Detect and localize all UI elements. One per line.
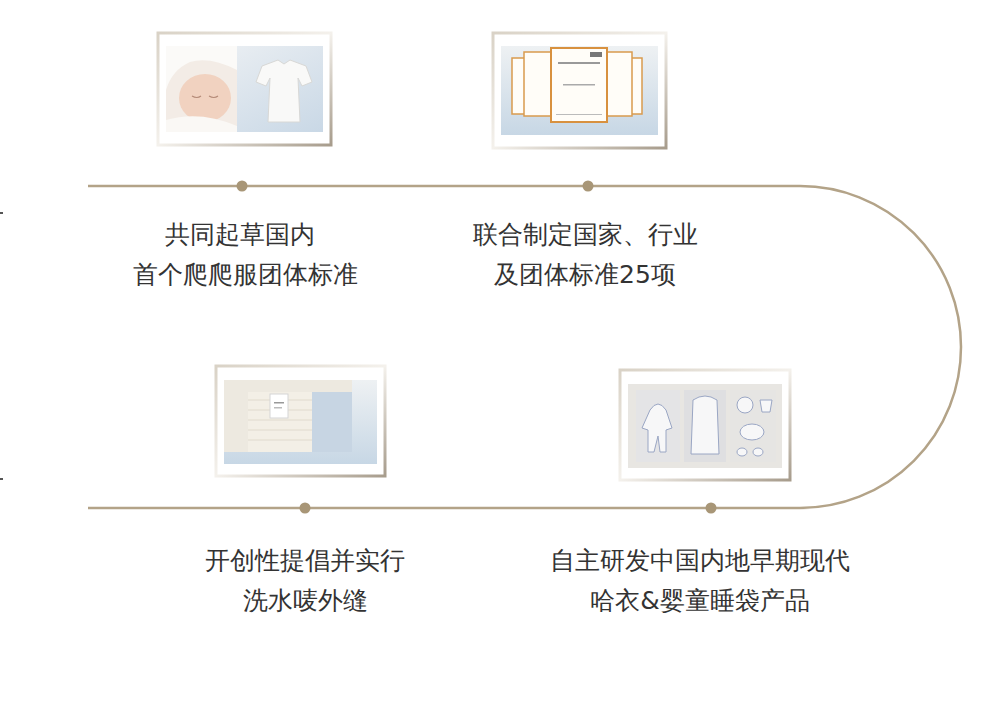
milestone-caption: 联合制定国家、行业 及团体标准25项 [465, 215, 705, 295]
photo-frame [620, 370, 790, 480]
milestone-caption: 自主研发中国内地早期现代 哈衣&婴童睡袋产品 [543, 541, 858, 621]
timeline-line [88, 186, 961, 508]
photo-frame [216, 366, 385, 476]
timeline-dot [706, 503, 717, 514]
photo-frame [493, 33, 666, 148]
timeline-dot [300, 503, 311, 514]
milestone-caption: 共同起草国内 首个爬爬服团体标准 [133, 215, 348, 295]
milestone-caption: 开创性提倡并实行 洗水唛外缝 [198, 541, 413, 621]
edge-tick [0, 478, 3, 480]
edge-tick [0, 212, 3, 214]
timeline-dot [237, 181, 248, 192]
timeline-dot [583, 181, 594, 192]
photo-frame [158, 33, 331, 145]
